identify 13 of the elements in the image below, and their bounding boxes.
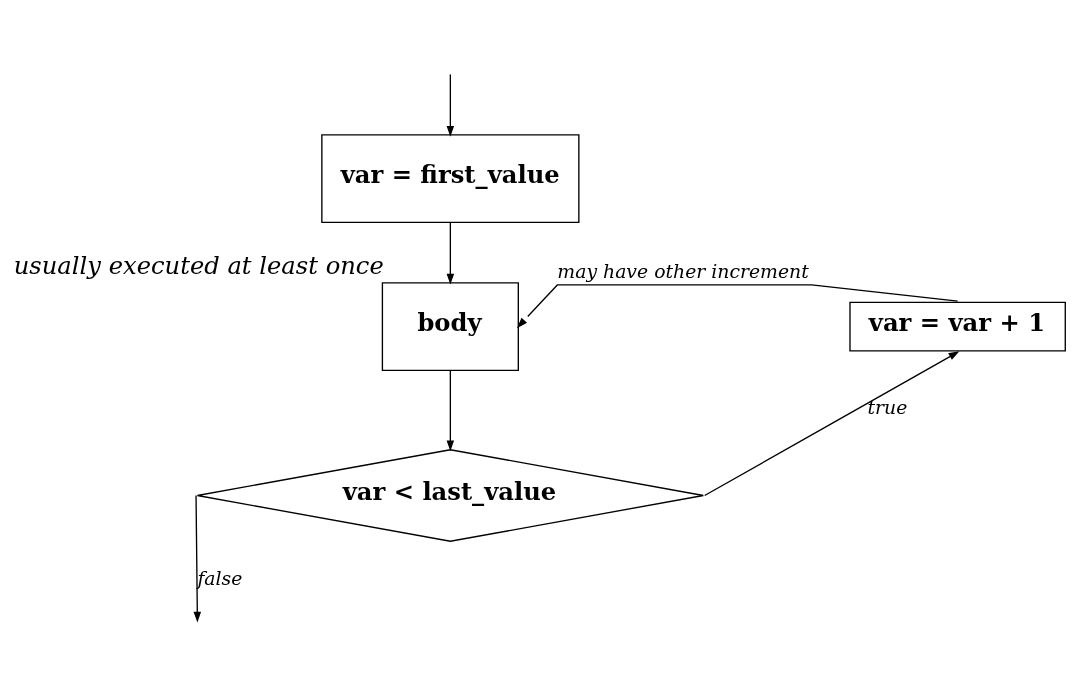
node-box: body bbox=[381, 281, 519, 371]
arrow bbox=[516, 283, 959, 328]
arrow bbox=[193, 494, 202, 623]
node-label: usually executed at least once bbox=[13, 251, 384, 280]
node-box: var = var + 1 bbox=[849, 301, 1066, 352]
edge-label: true bbox=[867, 396, 908, 418]
arrow bbox=[446, 369, 455, 451]
edge-label: may have other increment bbox=[557, 260, 809, 282]
arrow bbox=[446, 221, 455, 285]
node-box: var = first_value bbox=[321, 133, 580, 223]
arrow bbox=[704, 350, 960, 496]
arrow bbox=[446, 73, 455, 137]
node-diamond: var < last_value bbox=[196, 448, 704, 542]
